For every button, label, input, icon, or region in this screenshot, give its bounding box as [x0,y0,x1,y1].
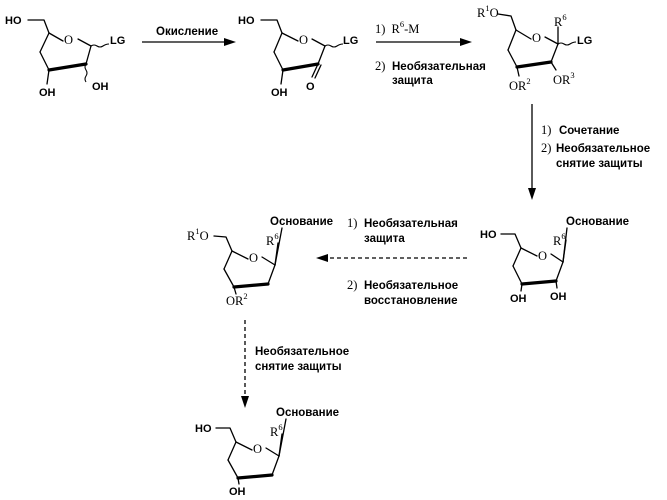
arrow-step2-line2: защита [392,75,433,87]
structure-lactone: HO O LG OH O [238,15,358,99]
atom-base: Основание [270,216,333,228]
atom-r6: R6 [266,231,279,248]
atom-ho: HO [195,423,212,435]
atom-oh: OH [271,87,288,99]
arrow-coupling: 1) Сочетание 2) Необязательное снятие за… [528,104,650,200]
atom-ring-oxygen: O [538,249,547,263]
atom-r1o: R1O [477,3,499,20]
structure-final-deoxy: HO O Основание R6 OH [195,407,339,498]
arrow-label-oxidation: Окисление [156,26,218,38]
arrow-step1-number: 1) [541,123,551,137]
arrow-step2-line1: Необязательное [556,143,650,155]
arrow-deprotection: Необязательное снятие защиты [241,320,349,408]
atom-lg: LG [577,35,592,47]
atom-r6: R6 [270,422,283,439]
atom-oh-left: OH [510,293,527,305]
atom-ho: HO [480,229,497,241]
arrow-step2-number: 2) [375,59,385,73]
atom-ring-oxygen: O [532,31,541,45]
atom-lg: LG [343,35,358,47]
atom-oh-left: OH [39,87,56,99]
arrow-step1-line1: Необязательная [364,218,458,230]
atom-oh-right: OH [550,291,567,303]
arrow-step2-line2: снятие защиты [556,158,643,170]
atom-lg: LG [110,35,125,47]
arrow-step2-number: 2) [347,278,357,292]
arrow-step2-line1: Необязательная [392,61,486,73]
atom-ring-oxygen: O [64,33,73,47]
arrow-step2-line2: восстановление [364,295,457,307]
atom-base: Основание [566,216,629,228]
arrow-step1-line2: защита [364,233,405,245]
atom-ho: HO [5,15,22,27]
atom-r6: R6 [553,231,566,248]
arrow-r6m-addition: 1) R6-M 2) Необязательная защита [375,19,486,87]
atom-or2: OR2 [509,76,531,93]
atom-ring-oxygen: O [253,442,262,456]
atom-base: Основание [276,407,339,419]
arrow-oxidation: Окисление [142,26,236,46]
structure-nucleoside-diol: HO O Основание R6 OH OH [480,216,629,305]
arrow-reduction: 1) Необязательная защита 2) Необязательн… [316,216,467,307]
atom-r6: R6 [554,12,567,29]
atom-or2: OR2 [226,291,248,308]
arrow-step1-number: 1) [347,216,357,230]
atom-carbonyl-oxygen: O [306,81,315,93]
atom-oh-right: OH [92,81,109,93]
atom-oh: OH [229,486,246,498]
arrow-step2-number: 2) [541,141,551,155]
atom-ring-oxygen: O [249,251,258,265]
arrow-step1: 1) R6-M [375,19,419,36]
arrow-label-line1: Необязательное [255,346,349,358]
arrow-step2-line1: Необязательное [364,280,458,292]
structure-starting-sugar: HO O LG OH OH [5,15,125,99]
atom-r1o: R1O [187,226,209,243]
arrow-label-line2: снятие защиты [255,361,342,373]
arrow-step1-text: Сочетание [559,125,619,137]
atom-or3: OR3 [553,70,575,87]
structure-protected-deoxy: R1O O Основание R6 OR2 [187,216,333,308]
structure-r6-adduct: R1O O R6 LG OR2 OR3 [477,3,592,93]
atom-ho: HO [238,15,255,27]
atom-ring-oxygen: O [299,33,308,47]
